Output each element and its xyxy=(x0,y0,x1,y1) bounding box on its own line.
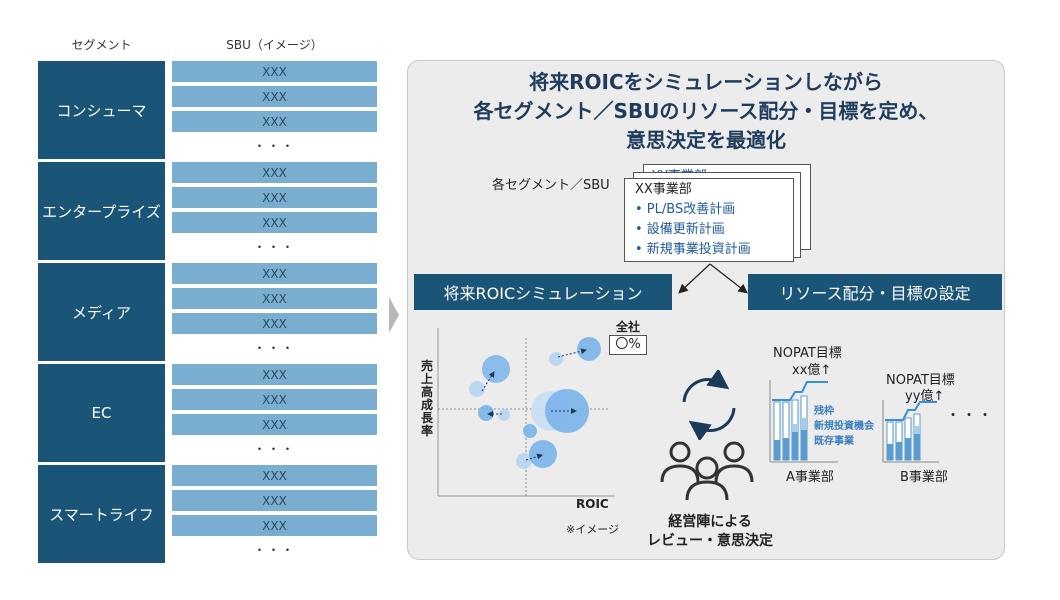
b-division-name: B事業部 xyxy=(900,470,948,485)
sbu-row: XXX xyxy=(172,263,377,284)
bubble xyxy=(482,355,510,383)
total-value: 〇% xyxy=(609,335,647,355)
a-target-value: xx億↑ xyxy=(792,363,832,378)
sbu-more: ・・・ xyxy=(253,543,296,557)
segment-enterprise: エンタープライズ xyxy=(38,162,165,260)
bubble xyxy=(469,381,485,397)
more-divisions: ・・・ xyxy=(946,408,994,424)
sbu-row: XXX xyxy=(172,86,377,107)
executives-icon xyxy=(660,441,754,501)
bubble xyxy=(577,337,601,361)
bubble xyxy=(516,453,532,469)
bubble xyxy=(523,424,537,438)
sbu-row: XXX xyxy=(172,187,377,208)
legend-remaining: 残枠 xyxy=(814,406,834,417)
panel-heading-line2: 各セグメント／SBUのリソース配分・目標を定め、 xyxy=(473,99,939,123)
panel-heading-line3: 意思決定を最適化 xyxy=(626,128,786,152)
sbu-row: XXX xyxy=(172,61,377,82)
sbu-row: XXX xyxy=(172,111,377,132)
bubble xyxy=(478,405,494,421)
total-label: 全社 xyxy=(616,320,641,334)
a-division-name: A事業部 xyxy=(786,470,834,485)
segment-ec: EC xyxy=(38,364,165,462)
a-target-label: NOPAT目標 xyxy=(773,346,842,361)
bubble xyxy=(498,409,510,421)
sbu-row: XXX xyxy=(172,389,377,410)
image-note: ※イメージ xyxy=(566,523,619,536)
sbu-row: XXX xyxy=(172,465,377,486)
panel-heading-line1: 将来ROICをシミュレーションしながら xyxy=(529,70,883,94)
sbu-row: XXX xyxy=(172,313,377,334)
segment-media: メディア xyxy=(38,263,165,361)
b-target-value: yy億↑ xyxy=(905,389,945,404)
doc-item: • 新規事業投資計画 xyxy=(635,242,751,257)
box-roic-simulation: 将来ROICシミュレーション xyxy=(414,274,672,310)
document-front: XX事業部 • PL/BS改善計画 • 設備更新計画 • 新規事業投資計画 xyxy=(624,178,794,262)
sbu-row: XXX xyxy=(172,288,377,309)
a-legend: 残枠 新規投資機会 既存事業 xyxy=(814,404,874,449)
sbu-more: ・・・ xyxy=(253,341,296,355)
b-division-bars xyxy=(882,400,939,463)
branch-arrows xyxy=(678,263,748,294)
segment-column-header: セグメント xyxy=(71,38,132,52)
b-target-label: NOPAT目標 xyxy=(886,373,955,388)
review-label: 経営陣による レビュー・意思決定 xyxy=(640,513,780,551)
sbu-row: XXX xyxy=(172,414,377,435)
segment-smartlife: スマートライフ xyxy=(38,465,165,563)
legend-new-investment: 新規投資機会 xyxy=(814,421,874,432)
doc-item: • PL/BS改善計画 xyxy=(635,202,736,217)
sbu-column-header: SBU（イメージ） xyxy=(226,38,323,52)
x-axis-label: ROIC xyxy=(576,497,609,511)
review-label-line2: レビュー・意思決定 xyxy=(647,533,773,549)
sbu-more: ・・・ xyxy=(253,442,296,456)
roic-scatter-diagram xyxy=(437,328,615,497)
box-resource-allocation: リソース配分・目標の設定 xyxy=(748,274,1002,310)
sbu-more: ・・・ xyxy=(253,139,296,153)
bubble xyxy=(529,440,557,468)
doc-item: • 設備更新計画 xyxy=(635,222,725,237)
bubble xyxy=(549,352,563,366)
sbu-row: XXX xyxy=(172,515,377,536)
sbu-row: XXX xyxy=(172,212,377,233)
cycle-arrows-icon xyxy=(682,370,736,440)
chevron-right-icon xyxy=(389,297,399,333)
review-label-line1: 経営陣による xyxy=(668,514,752,530)
segment-consumer: コンシューマ xyxy=(38,61,165,159)
sbu-row: XXX xyxy=(172,490,377,511)
sbu-more: ・・・ xyxy=(253,240,296,254)
sbu-row: XXX xyxy=(172,364,377,385)
docs-label: 各セグメント／SBU xyxy=(492,178,610,193)
a-division-bars xyxy=(769,380,838,463)
y-axis-label: 売上高成長率 xyxy=(421,359,434,438)
legend-existing: 既存事業 xyxy=(814,436,854,447)
doc-front-title: XX事業部 xyxy=(635,182,692,197)
sbu-row: XXX xyxy=(172,162,377,183)
